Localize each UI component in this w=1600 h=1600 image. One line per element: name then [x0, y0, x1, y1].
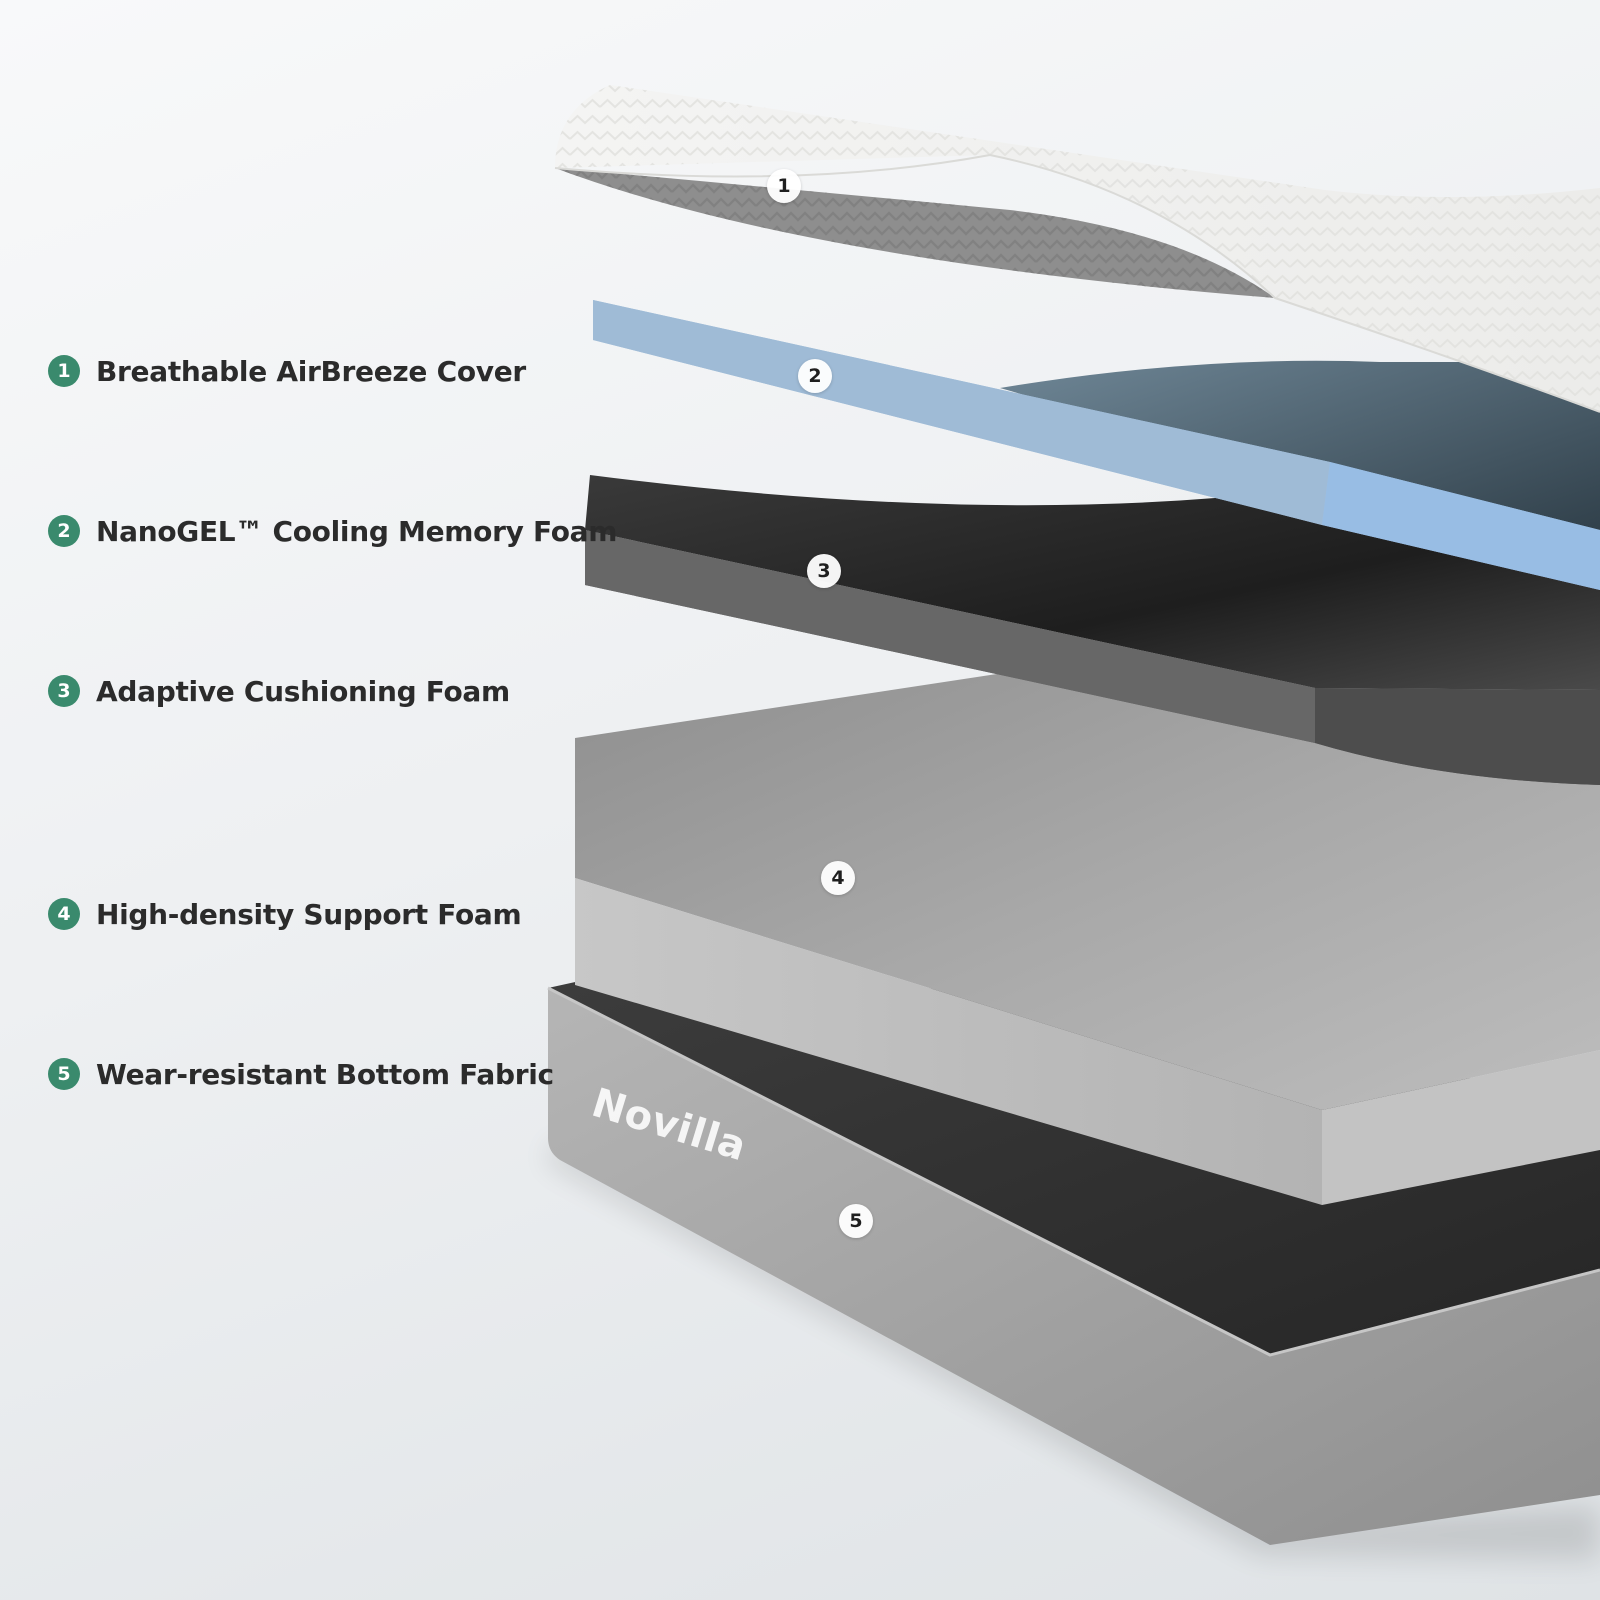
support-foam-layer — [575, 672, 1600, 1205]
legend-badge-5: 5 — [48, 1058, 80, 1090]
legend-badge-2: 2 — [48, 515, 80, 547]
cushioning-foam-layer — [585, 470, 1600, 785]
legend-item-1: 1 Breathable AirBreeze Cover — [48, 351, 526, 391]
layer-marker-3: 3 — [807, 554, 841, 588]
cover-layer — [554, 85, 1600, 413]
legend-label-1: Breathable AirBreeze Cover — [96, 354, 526, 388]
legend-badge-4: 4 — [48, 898, 80, 930]
layer-marker-2: 2 — [798, 359, 832, 393]
legend-label-4: High-density Support Foam — [96, 897, 522, 931]
layer-marker-5: 5 — [839, 1204, 873, 1238]
legend-item-4: 4 High-density Support Foam — [48, 894, 522, 934]
layer-marker-1: 1 — [767, 169, 801, 203]
legend-item-3: 3 Adaptive Cushioning Foam — [48, 671, 510, 711]
legend-item-2: 2 NanoGEL™ Cooling Memory Foam — [48, 511, 617, 551]
legend-badge-3: 3 — [48, 675, 80, 707]
layer-marker-4: 4 — [821, 861, 855, 895]
legend-label-3: Adaptive Cushioning Foam — [96, 674, 510, 708]
legend-label-2: NanoGEL™ Cooling Memory Foam — [96, 514, 618, 548]
legend-badge-1: 1 — [48, 355, 80, 387]
legend-item-5: 5 Wear-resistant Bottom Fabric — [48, 1054, 554, 1094]
layer-legend: 1 Breathable AirBreeze Cover 2 NanoGEL™ … — [48, 0, 617, 1600]
legend-label-5: Wear-resistant Bottom Fabric — [96, 1057, 554, 1091]
gel-memory-foam-layer — [593, 300, 1600, 590]
